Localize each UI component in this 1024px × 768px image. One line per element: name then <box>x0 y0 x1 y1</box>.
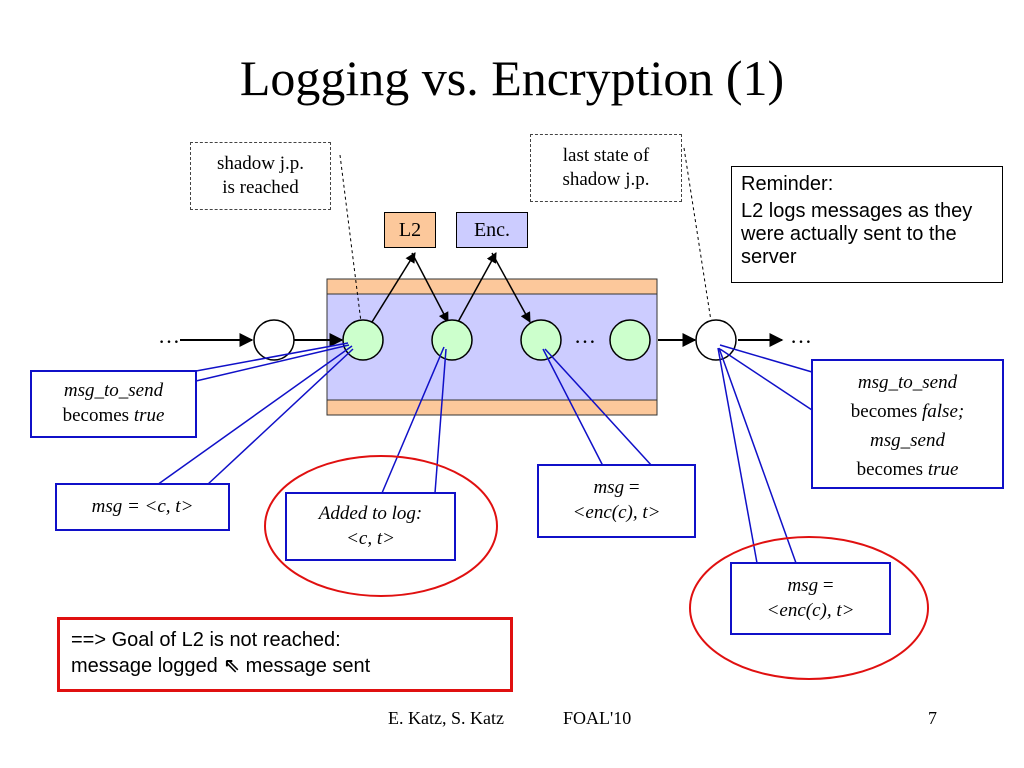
node-join-point-4 <box>609 319 651 361</box>
reminder-heading: Reminder: <box>741 173 834 195</box>
leader-shadow-reached <box>339 154 362 323</box>
footer-page-number: 7 <box>928 708 937 728</box>
highlight-ellipse-sent <box>689 536 929 680</box>
slide-title: Logging vs. Encryption (1) <box>239 50 785 106</box>
conclusion-line2: message logged ⇖ message sent <box>71 653 502 679</box>
note-verb1: becomes <box>850 401 918 422</box>
note-var2: msg_send <box>870 430 945 451</box>
ellipsis-right: … <box>790 323 812 348</box>
note-eq: = <box>822 575 834 596</box>
note-value: <enc(c), t> <box>572 502 661 523</box>
note-verb: becomes <box>62 405 130 426</box>
note-msg-plain: msg = <c, t> <box>55 483 230 531</box>
arrow-enc-to-node3 <box>491 252 531 323</box>
note-verb2: becomes <box>856 459 924 480</box>
note-var: msg <box>593 477 625 498</box>
callout-pointers <box>156 342 813 564</box>
arrow-node1-to-l2 <box>371 252 416 323</box>
conclusion-line2-end: message sent <box>245 655 371 677</box>
arrow-l2-to-node2 <box>411 252 449 323</box>
note-var1: msg_to_send <box>857 372 958 393</box>
callout-last-state-line1: last state of <box>562 145 650 166</box>
note-value1: false; <box>922 401 965 422</box>
node-join-point-2 <box>431 319 473 361</box>
ellipsis-middle: … <box>574 323 596 348</box>
aspect-l2-box: L2 <box>384 212 436 248</box>
bottom-band <box>326 399 658 416</box>
conclusion-line2-start: message logged <box>71 655 218 677</box>
note-msg-enc-right: msg = <enc(c), t> <box>730 562 891 635</box>
callout-shadow-reached-line1: shadow j.p. <box>216 153 305 174</box>
reminder-box: Reminder: L2 logs messages as they were … <box>731 166 1003 283</box>
arrow-node2-to-enc <box>457 252 497 323</box>
callout-shadow-reached-line2: is reached <box>222 177 299 198</box>
note-eq: = <box>628 477 640 498</box>
note-rest: = <c, t> <box>126 496 194 517</box>
note-var: msg <box>787 575 819 596</box>
note-value: true <box>133 405 165 426</box>
node-join-point-3 <box>520 319 562 361</box>
note-msg-enc-middle: msg = <enc(c), t> <box>537 464 696 538</box>
note-value2: true <box>927 459 959 480</box>
footer-venue: FOAL'10 <box>563 708 632 728</box>
note-var: msg <box>91 496 123 517</box>
node-end <box>695 319 737 361</box>
callout-last-state-line2: shadow j.p. <box>562 169 650 190</box>
note-msg-to-send-true: msg_to_send becomes true <box>30 370 197 438</box>
not-implies-arrow-icon: ⇖ <box>223 653 241 677</box>
node-start <box>253 319 295 361</box>
highlight-ellipse-log <box>264 455 498 597</box>
note-value: <enc(c), t> <box>766 600 855 621</box>
ellipsis-left: … <box>158 323 180 348</box>
note-var: msg_to_send <box>63 380 164 401</box>
callout-shadow-reached: shadow j.p. is reached <box>190 142 331 210</box>
conclusion-box: ==> Goal of L2 is not reached: message l… <box>57 617 513 692</box>
callout-last-state: last state of shadow j.p. <box>530 134 682 202</box>
top-band <box>326 278 658 295</box>
footer-authors: E. Katz, S. Katz <box>388 708 504 728</box>
leader-last-state <box>683 147 712 322</box>
note-line2: <c, t> <box>346 528 395 549</box>
conclusion-line1: ==> Goal of L2 is not reached: <box>71 629 341 651</box>
reminder-text: L2 logs messages as they were actually s… <box>741 200 973 268</box>
note-added-to-log: Added to log: <c, t> <box>285 492 456 561</box>
aspect-enc-box: Enc. <box>456 212 528 248</box>
note-msg-state-change: msg_to_send becomes false; msg_send beco… <box>811 359 1004 489</box>
node-join-point-1 <box>342 319 384 361</box>
note-line1: Added to log: <box>318 503 423 524</box>
